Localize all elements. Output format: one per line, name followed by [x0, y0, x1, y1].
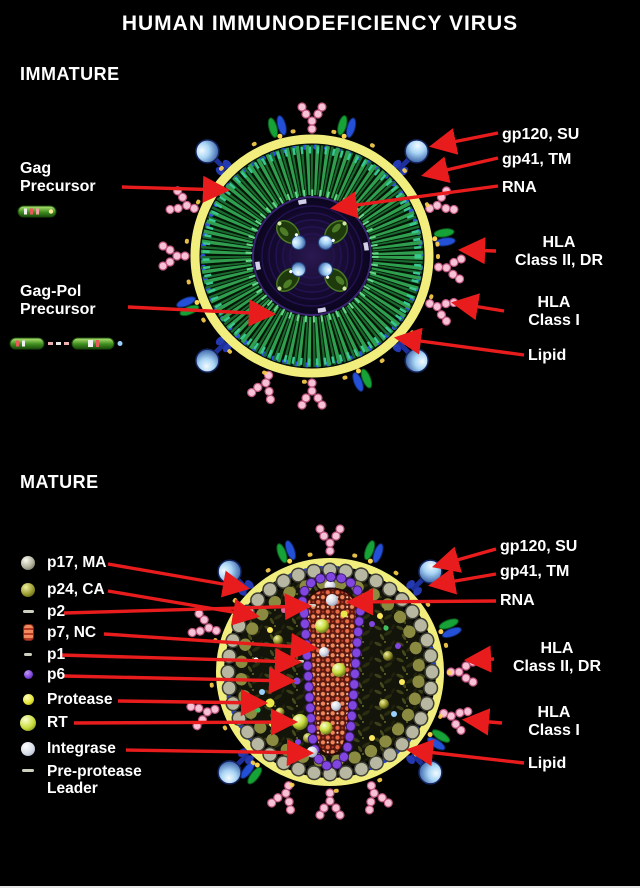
membrane-gold-dots [209, 551, 451, 793]
imm-gp41-label: gp41, TM [502, 151, 572, 168]
mature-arrows [59, 546, 525, 767]
legend-row-p7: p7, NC [18, 624, 97, 642]
arrow-mat-p6 [63, 666, 297, 695]
immature-heading: IMMATURE [20, 64, 120, 84]
page-title: HUMAN IMMUNODEFICIENCY VIRUS [121, 12, 519, 35]
legend-label-integrase: Integrase [47, 740, 116, 757]
arrow-mat-hla1 [461, 708, 503, 736]
arrow-mat-lipid [405, 739, 525, 767]
legend-label-p17: p17, MA [47, 554, 107, 571]
legend-row-p1: p1 [18, 646, 65, 663]
mat-hla2-label: HLA Class II, DR [512, 640, 602, 676]
imm-rna-label: RNA [502, 179, 537, 196]
legend-row-preprotease: Pre-protease Leader [18, 763, 142, 797]
p2-icon [22, 610, 34, 614]
arrow-mat-integrase [125, 739, 315, 767]
integrase-icon [21, 741, 35, 756]
legend-label-preprotease: Pre-protease Leader [47, 763, 142, 798]
legend-label-p7: p7, NC [47, 624, 97, 641]
legend-label-p1: p1 [47, 646, 66, 663]
mature-heading: MATURE [20, 472, 99, 492]
gag-precursor-icon [17, 205, 57, 218]
p17-icon [21, 555, 35, 570]
p17-matrix-beads [220, 562, 440, 782]
rt-icon [20, 714, 36, 731]
legend-label-p6: p6 [47, 666, 66, 683]
imm-hla1-label: HLA Class I [528, 294, 580, 330]
membrane-gold-dots [184, 128, 440, 384]
legend-label-protease: Protease [47, 691, 113, 708]
p24-icon [21, 582, 35, 597]
legend-row-protease: Protease [18, 691, 112, 708]
mat-gp120-label: gp120, SU [500, 538, 578, 555]
pre-protease-leader-icon [22, 769, 34, 772]
arrow-imm-gag [121, 175, 231, 203]
lipid-ring [216, 558, 444, 786]
rna-core [252, 196, 372, 316]
arrow-mat-p1 [59, 647, 303, 675]
arrow-mat-p24 [107, 589, 261, 626]
legend-label-rt: RT [47, 714, 68, 731]
immature-virion [158, 102, 467, 410]
arrow-mat-gp120 [432, 546, 497, 573]
mat-lipid-label: Lipid [528, 755, 567, 772]
imm-hla2-label: HLA Class II, DR [514, 234, 604, 270]
arrow-mat-rt [73, 708, 299, 736]
arrow-mat-rna [345, 588, 497, 616]
p7-icon [22, 624, 34, 642]
arrow-mat-p17 [107, 562, 251, 598]
gag-pol-precursor-icon [9, 337, 123, 350]
arrow-mat-hla2 [463, 645, 495, 673]
legend-row-rt: RT [18, 714, 68, 731]
arrow-imm-gagpol [127, 299, 277, 327]
p6-icon [23, 670, 33, 680]
arrow-imm-lipid [393, 327, 525, 357]
arrow-mat-p2 [63, 593, 313, 621]
arrow-mat-gp41 [427, 567, 497, 595]
gag-precursor-label: Gag Precursor [20, 160, 96, 196]
mat-gp41-label: gp41, TM [500, 563, 570, 580]
imm-gp120-label: gp120, SU [502, 126, 580, 143]
arrow-imm-hla2 [457, 237, 497, 265]
immature-arrows [121, 128, 525, 357]
scan-edge [0, 886, 640, 888]
imm-lipid-label: Lipid [528, 347, 567, 364]
rna-coils [261, 205, 363, 307]
gag-precursor-spokes [201, 145, 423, 367]
mat-rna-label: RNA [500, 592, 535, 609]
arrow-imm-rna [329, 184, 499, 219]
legend-row-p2: p2 [18, 603, 65, 620]
legend-label-p24: p24, CA [47, 581, 105, 598]
gag-pol-precursor-label: Gag-Pol Precursor [20, 283, 96, 319]
arrow-mat-protease [117, 689, 269, 717]
legend-row-p6: p6 [18, 666, 65, 683]
legend-row-p24: p24, CA [18, 581, 105, 598]
p1-icon [24, 653, 32, 657]
legend-label-p2: p2 [47, 603, 66, 620]
lipid-ring [190, 134, 434, 378]
mature-virion [185, 524, 478, 820]
arrow-imm-hla1 [450, 293, 505, 321]
mat-hla1-label: HLA Class I [528, 704, 580, 740]
protease-icon [22, 694, 34, 706]
legend-row-integrase: Integrase [18, 740, 116, 757]
arrow-imm-gp120 [428, 128, 499, 155]
legend-row-p17: p17, MA [18, 554, 106, 571]
arrow-mat-p7 [103, 632, 319, 661]
capsid-cone-beads [298, 572, 365, 771]
arrow-imm-gp41 [421, 156, 499, 184]
